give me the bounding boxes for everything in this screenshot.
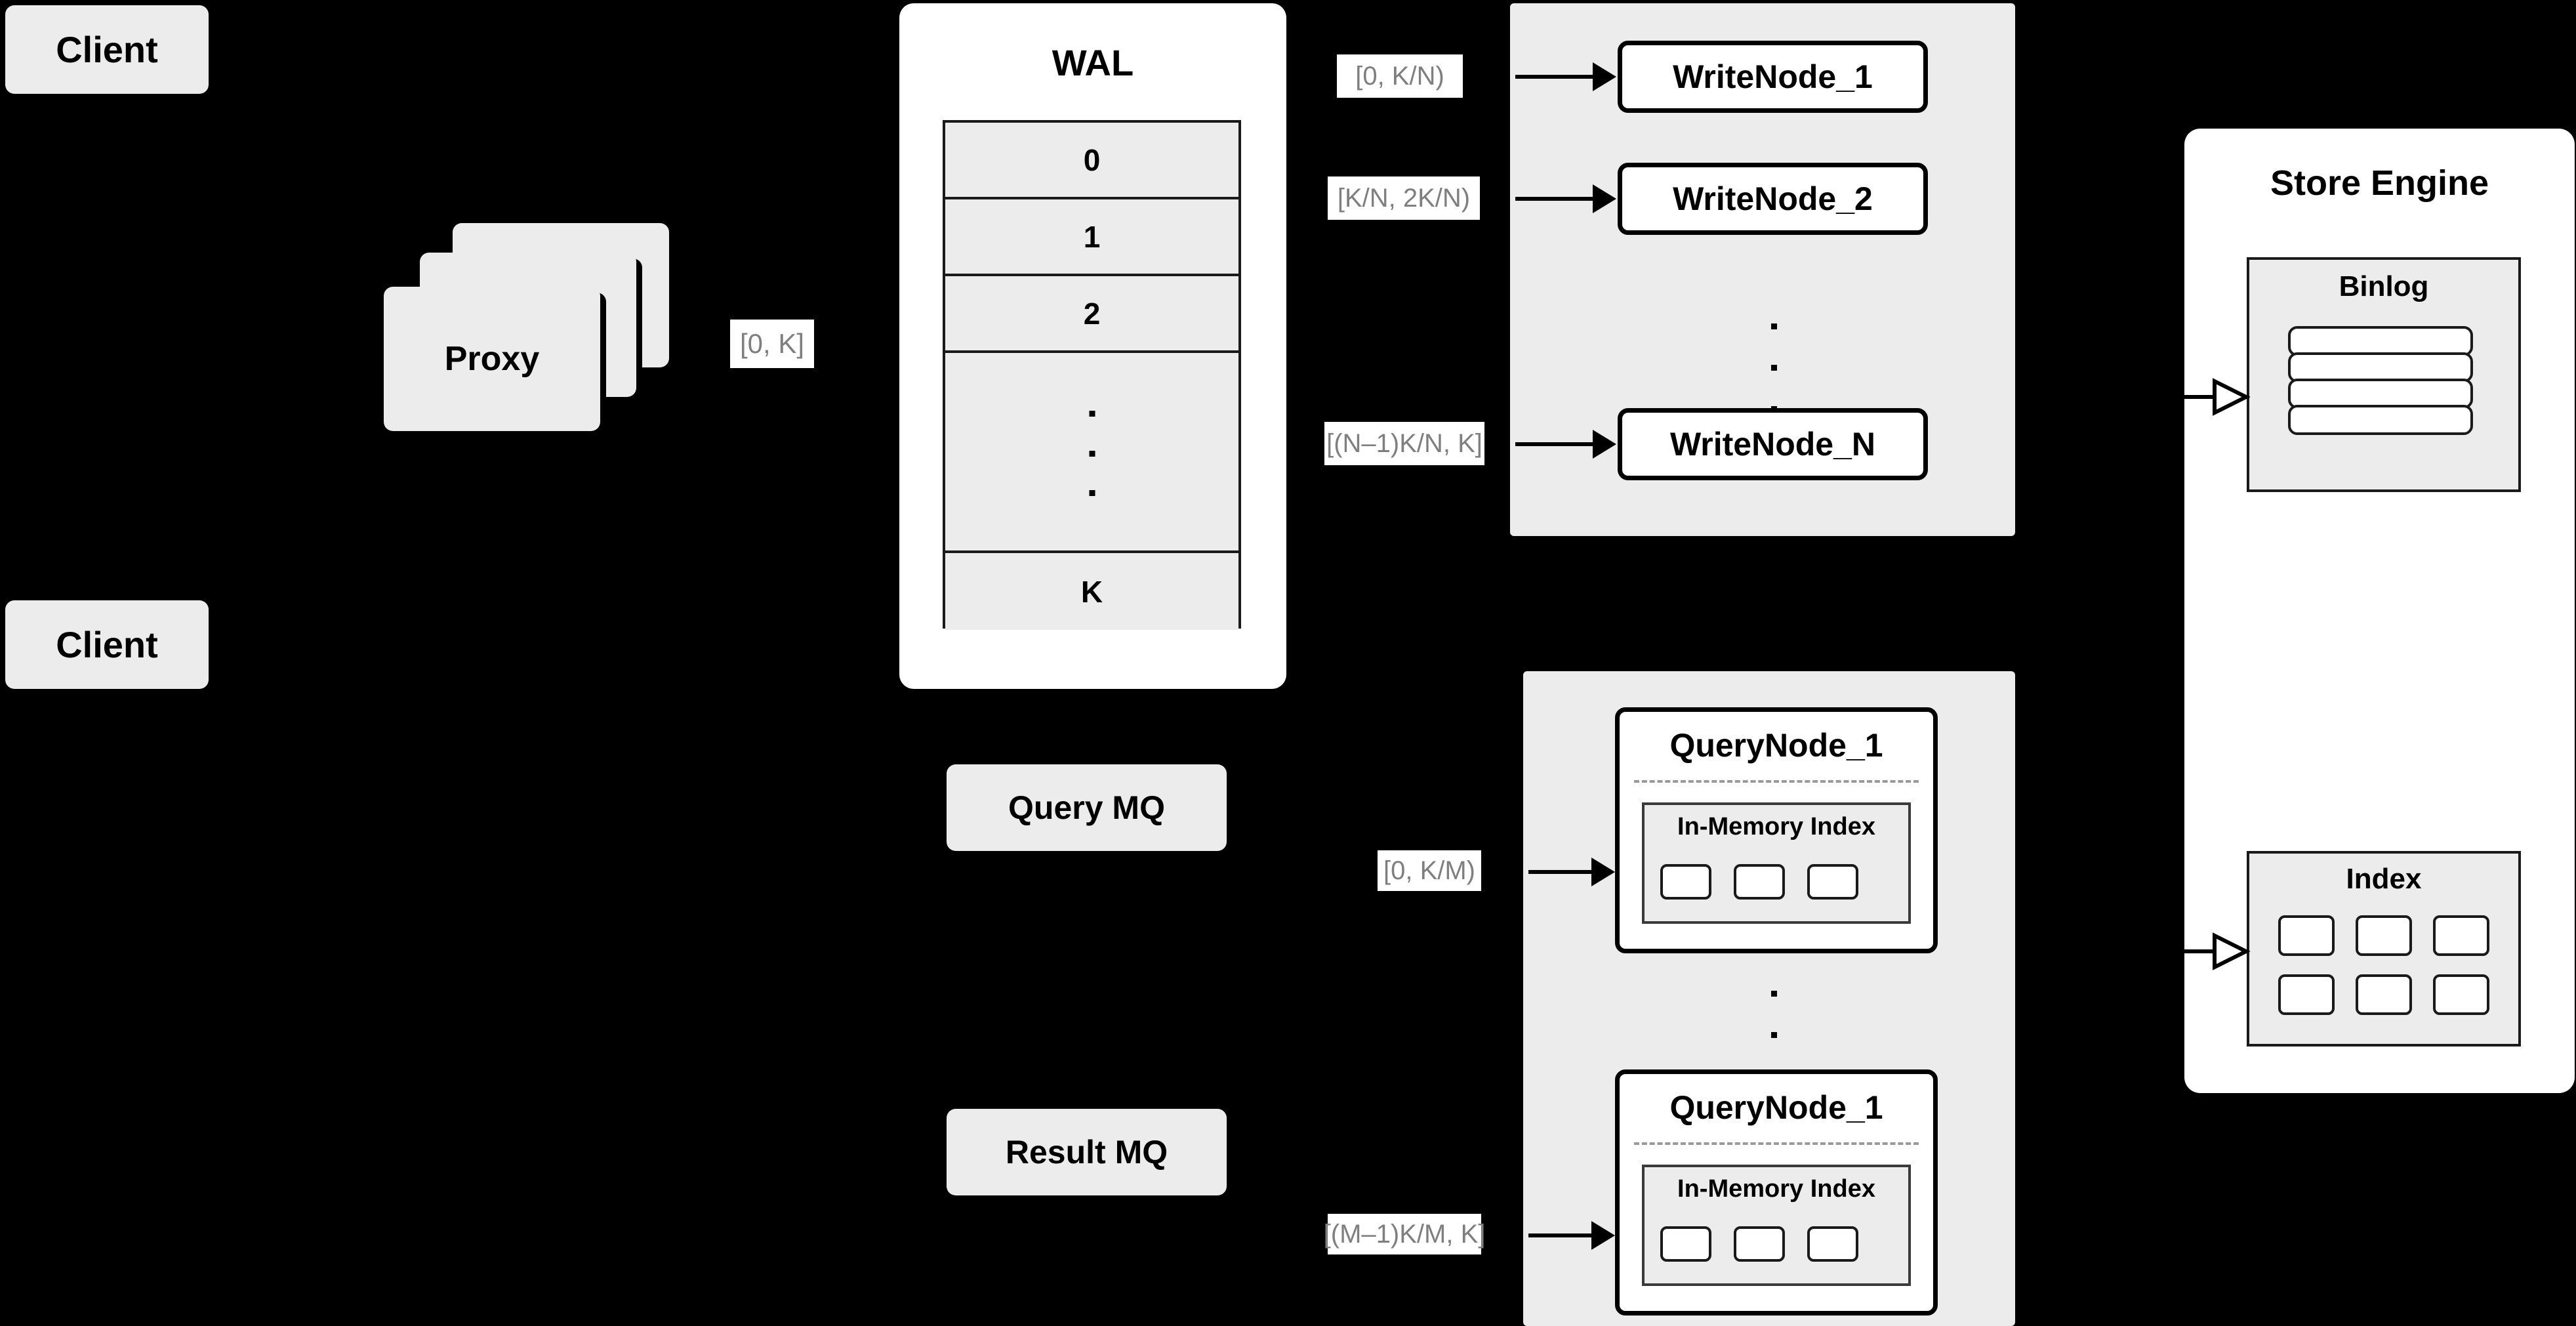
write-node-1-label: WriteNode_1 xyxy=(1673,58,1873,95)
query-node-1-index-chip[interactable] xyxy=(1807,864,1858,900)
edge-label-query-1: [0, K/M) xyxy=(1378,850,1481,891)
result-mq-label: Result MQ xyxy=(1005,1134,1168,1171)
write-node-2[interactable]: WriteNode_2 xyxy=(1618,163,1928,235)
index-chip[interactable] xyxy=(2433,915,2489,956)
query-node-m-index-chip[interactable] xyxy=(1734,1226,1785,1262)
edge-label-write-2-text: [K/N, 2K/N) xyxy=(1337,183,1471,213)
arrow-head-query-1 xyxy=(1591,858,1615,886)
arrow-line-query-m xyxy=(1528,1233,1594,1237)
query-cluster-vertical-ellipsis-icon xyxy=(1771,991,1777,1079)
wal-entry-label: K xyxy=(1080,574,1103,609)
index-chip[interactable] xyxy=(2278,974,2335,1015)
edge-label-query-m: [(M–1)K/M, K] xyxy=(1324,1214,1485,1254)
result-mq-box[interactable]: Result MQ xyxy=(947,1109,1227,1195)
write-node-1[interactable]: WriteNode_1 xyxy=(1618,41,1928,113)
index-chip[interactable] xyxy=(2278,915,2335,956)
client-box-2[interactable]: Client xyxy=(5,600,209,689)
binlog-bar[interactable] xyxy=(2288,405,2473,435)
client-box-1[interactable]: Client xyxy=(5,5,209,94)
query-node-m-divider xyxy=(1634,1142,1919,1145)
arrow-line-write-n xyxy=(1515,442,1594,446)
wal-vertical-ellipsis-icon xyxy=(1089,411,1095,496)
query-mq-label: Query MQ xyxy=(1008,789,1165,826)
query-node-m-index-title: In-Memory Index xyxy=(1677,1175,1875,1203)
wal-entry-row[interactable]: 1 xyxy=(945,199,1238,276)
query-node-m-inmemory-index: In-Memory Index xyxy=(1642,1165,1911,1286)
edge-label-proxy-to-wal-text: [0, K] xyxy=(739,328,805,359)
arrow-open-to-binlog xyxy=(2184,378,2251,416)
query-node-1-index-chip[interactable] xyxy=(1734,864,1785,900)
wal-entry-label: 0 xyxy=(1083,142,1101,177)
wal-entry-row[interactable]: 0 xyxy=(945,123,1238,199)
proxy-label: Proxy xyxy=(444,340,540,378)
edge-label-write-1: [0, K/N) xyxy=(1337,54,1463,98)
store-engine-title: Store Engine xyxy=(2270,163,2489,203)
proxy-box[interactable]: Proxy xyxy=(384,287,600,431)
index-chip[interactable] xyxy=(2356,974,2412,1015)
query-node-1-index-title: In-Memory Index xyxy=(1677,813,1875,840)
wal-entry-label: 2 xyxy=(1083,296,1101,331)
query-mq-box[interactable]: Query MQ xyxy=(947,764,1227,851)
query-node-m[interactable]: QueryNode_1 In-Memory Index xyxy=(1615,1069,1938,1316)
wal-title: WAL xyxy=(1052,42,1134,83)
edge-label-write-1-text: [0, K/N) xyxy=(1355,61,1444,91)
client-label-1: Client xyxy=(56,29,158,70)
query-node-1[interactable]: QueryNode_1 In-Memory Index xyxy=(1615,707,1938,953)
wal-entry-table: 0 1 2 K xyxy=(943,120,1241,630)
client-label-2: Client xyxy=(56,624,158,665)
arrow-open-to-index xyxy=(2184,932,2251,970)
binlog-panel: Binlog xyxy=(2247,257,2521,492)
edge-label-write-n: [(N–1)K/N, K] xyxy=(1324,422,1484,465)
query-node-1-title: QueryNode_1 xyxy=(1669,727,1883,764)
index-title: Index xyxy=(2346,863,2422,895)
wal-entry-row[interactable]: K xyxy=(945,553,1238,630)
arrow-head-write-2 xyxy=(1593,184,1616,213)
arrow-head-query-m xyxy=(1591,1221,1615,1250)
write-cluster-vertical-ellipsis-icon xyxy=(1771,323,1777,412)
edge-label-query-1-text: [0, K/M) xyxy=(1383,856,1476,885)
wal-entry-label: 1 xyxy=(1083,219,1101,254)
wal-entry-row[interactable]: 2 xyxy=(945,276,1238,353)
binlog-title: Binlog xyxy=(2339,270,2429,302)
edge-label-proxy-to-wal: [0, K] xyxy=(730,320,814,368)
arrow-head-write-1 xyxy=(1593,62,1616,91)
arrow-line-write-1 xyxy=(1515,75,1594,79)
index-chip[interactable] xyxy=(2356,915,2412,956)
store-engine-panel: Store Engine Binlog Index xyxy=(2184,129,2575,1093)
arrow-line-query-1 xyxy=(1528,870,1594,874)
arrow-head-write-n xyxy=(1593,430,1616,459)
write-node-2-label: WriteNode_2 xyxy=(1673,180,1873,217)
query-node-1-inmemory-index: In-Memory Index xyxy=(1642,802,1911,924)
write-node-n-label: WriteNode_N xyxy=(1669,426,1875,463)
edge-label-write-2: [K/N, 2K/N) xyxy=(1328,176,1480,220)
query-node-m-index-chip[interactable] xyxy=(1807,1226,1858,1262)
query-node-1-divider xyxy=(1634,780,1919,783)
query-node-m-index-chip[interactable] xyxy=(1660,1226,1711,1262)
index-chip[interactable] xyxy=(2433,974,2489,1015)
index-panel: Index xyxy=(2247,851,2521,1046)
write-node-n[interactable]: WriteNode_N xyxy=(1618,408,1928,480)
edge-label-write-n-text: [(N–1)K/N, K] xyxy=(1326,428,1482,458)
arrow-line-write-2 xyxy=(1515,197,1594,201)
query-node-m-title: QueryNode_1 xyxy=(1669,1089,1883,1126)
edge-label-query-m-text: [(M–1)K/M, K] xyxy=(1323,1219,1486,1249)
query-node-1-index-chip[interactable] xyxy=(1660,864,1711,900)
wal-entry-row-ellipsis xyxy=(945,353,1238,553)
